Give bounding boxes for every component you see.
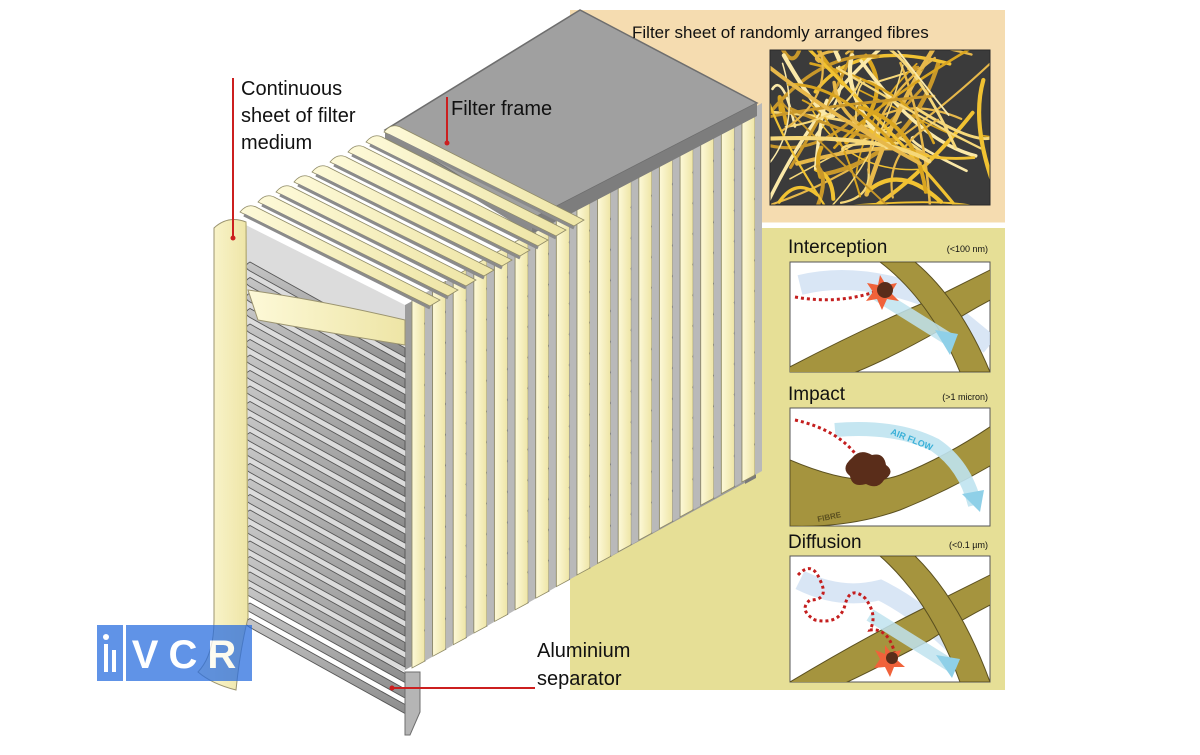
impact-title: Impact [788, 384, 846, 405]
interception-title: Interception [788, 237, 887, 258]
diffusion-size: (<0.1 µm) [949, 540, 988, 550]
fibres-title: Filter sheet of randomly arranged fibres [632, 23, 929, 42]
separator-label: Aluminium separator [537, 640, 636, 690]
vcr-wordmark: VCR [132, 633, 246, 677]
pleat-strips [411, 103, 762, 669]
interception-panel: Interception (<100 nm) [788, 237, 991, 373]
fibre-mesh-image [769, 49, 991, 206]
filter-medium-sheet [197, 219, 249, 691]
diffusion-panel: Diffusion (<0.1 µm) [788, 532, 991, 683]
filter-medium-label: Continuous sheet of filter medium [241, 78, 361, 154]
vcr-logo: VCR [97, 625, 252, 681]
pointer-lines [230, 78, 535, 691]
filter-body [197, 9, 762, 736]
filter-frame-label: Filter frame [451, 98, 552, 120]
pleat-tips [239, 125, 585, 310]
impact-size: (>1 micron) [942, 392, 988, 402]
interception-size: (<100 nm) [947, 244, 988, 254]
diffusion-title: Diffusion [788, 532, 862, 553]
impact-panel: Impact (>1 micron) AIR FLOW FIBRE [788, 384, 991, 527]
